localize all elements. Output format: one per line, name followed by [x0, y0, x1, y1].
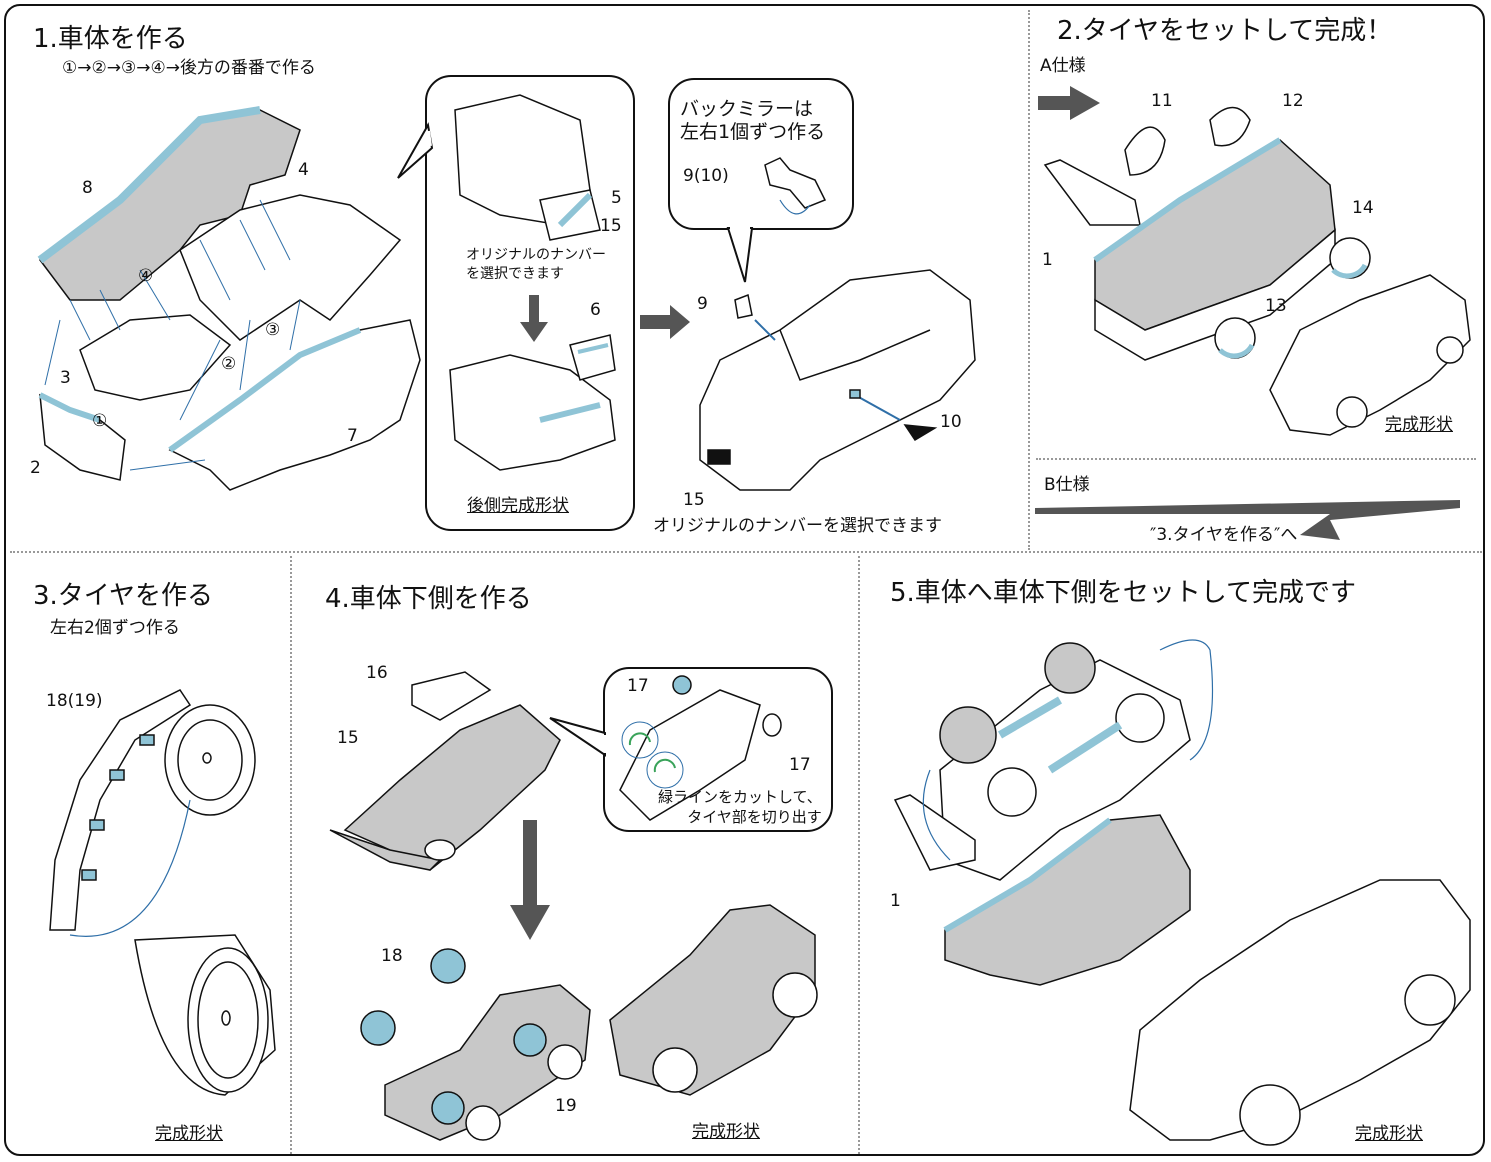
part-17-label-b: 17: [789, 755, 811, 775]
mirror-part-label: 9(10): [683, 166, 729, 186]
step2-done-label: 完成形状: [1385, 415, 1453, 435]
part-17-label-a: 17: [627, 676, 649, 696]
part-2-label: 2: [30, 458, 41, 478]
circled-3: ③: [265, 320, 281, 340]
part-1-label-step2: 1: [1042, 250, 1053, 270]
part-4-label: 4: [298, 160, 309, 180]
cut-note: 緑ラインをカットして、 タイヤ部を切り出す: [658, 788, 822, 826]
step3-title: 3.タイヤを作る: [33, 581, 214, 611]
part-15-label-step4: 15: [337, 728, 359, 748]
part-5-label: 5: [611, 188, 622, 208]
part-3-label: 3: [60, 368, 71, 388]
part-1-label-step5: 1: [890, 891, 901, 911]
circled-4: ④: [138, 266, 154, 286]
part-15-label: 15: [683, 490, 705, 510]
part-19-label: 19: [555, 1096, 577, 1116]
part-12-label: 12: [1282, 91, 1304, 111]
rear-detail-bubble: [425, 75, 635, 531]
step4-done-label: 完成形状: [692, 1122, 760, 1142]
step3-done-label: 完成形状: [155, 1124, 223, 1144]
goto-tire-label: ″3.タイヤを作る″へ: [1150, 525, 1298, 545]
part-18-label: 18: [381, 946, 403, 966]
divider-step3-step4: [290, 556, 292, 1154]
part-7-label: 7: [347, 426, 358, 446]
part-16-label: 16: [366, 663, 388, 683]
spec-a-label: A仕様: [1040, 56, 1086, 76]
step2-title: 2.タイヤをセットして完成！: [1057, 16, 1393, 46]
step5-done-label: 完成形状: [1355, 1124, 1423, 1144]
step5-title: 5.車体へ車体下側をセットして完成です: [890, 578, 1357, 608]
spec-b-label: B仕様: [1044, 475, 1090, 495]
part-9-label: 9: [697, 294, 708, 314]
part-13-label: 13: [1265, 296, 1287, 316]
rear-done-label: 後側完成形状: [467, 496, 569, 516]
divider-step4-step5: [858, 556, 860, 1154]
circled-1: ①: [92, 411, 108, 431]
plate-note-small: オリジナルのナンバー を選択できます: [466, 247, 606, 282]
mirror-note: バックミラーは 左右1個ずつ作る: [680, 98, 826, 143]
part-6-label: 6: [590, 300, 601, 320]
step4-title: 4.車体下側を作る: [325, 584, 532, 614]
step3-subtitle: 左右2個ずつ作る: [50, 618, 180, 638]
divider-step1-step2: [1028, 10, 1030, 550]
step1-subtitle: ①→②→③→④→後方の番番で作る: [62, 58, 316, 78]
tire-part-label: 18(19): [46, 691, 103, 711]
divider-top-bottom: [10, 551, 1482, 553]
divider-spec-a-b: [1036, 458, 1476, 460]
part-11-label: 11: [1151, 91, 1173, 111]
instruction-sheet-frame: [4, 4, 1485, 1156]
part-8-label: 8: [82, 178, 93, 198]
plate-note: オリジナルのナンバーを選択できます: [653, 516, 942, 536]
part-15-label-bubble: 15: [600, 216, 622, 236]
circled-2: ②: [221, 354, 237, 374]
part-10-label: 10: [940, 412, 962, 432]
part-14-label: 14: [1352, 198, 1374, 218]
step1-title: 1.車体を作る: [33, 24, 188, 54]
